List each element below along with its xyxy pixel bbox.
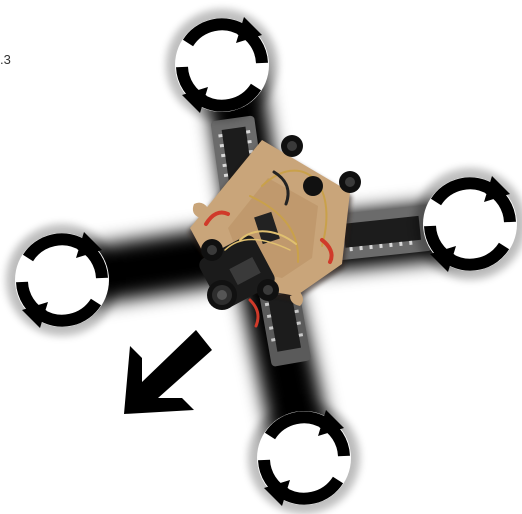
clockwise-rotation-icon [248, 402, 360, 514]
rotor-left [6, 224, 118, 336]
rotor-right [414, 168, 522, 280]
clockwise-rotation-icon [6, 224, 118, 336]
clockwise-rotation-icon [414, 168, 522, 280]
rotor-bottom [248, 402, 360, 514]
rotor-top [166, 9, 278, 121]
clockwise-rotation-icon [166, 9, 278, 121]
down-left-arrow-icon [124, 330, 212, 414]
